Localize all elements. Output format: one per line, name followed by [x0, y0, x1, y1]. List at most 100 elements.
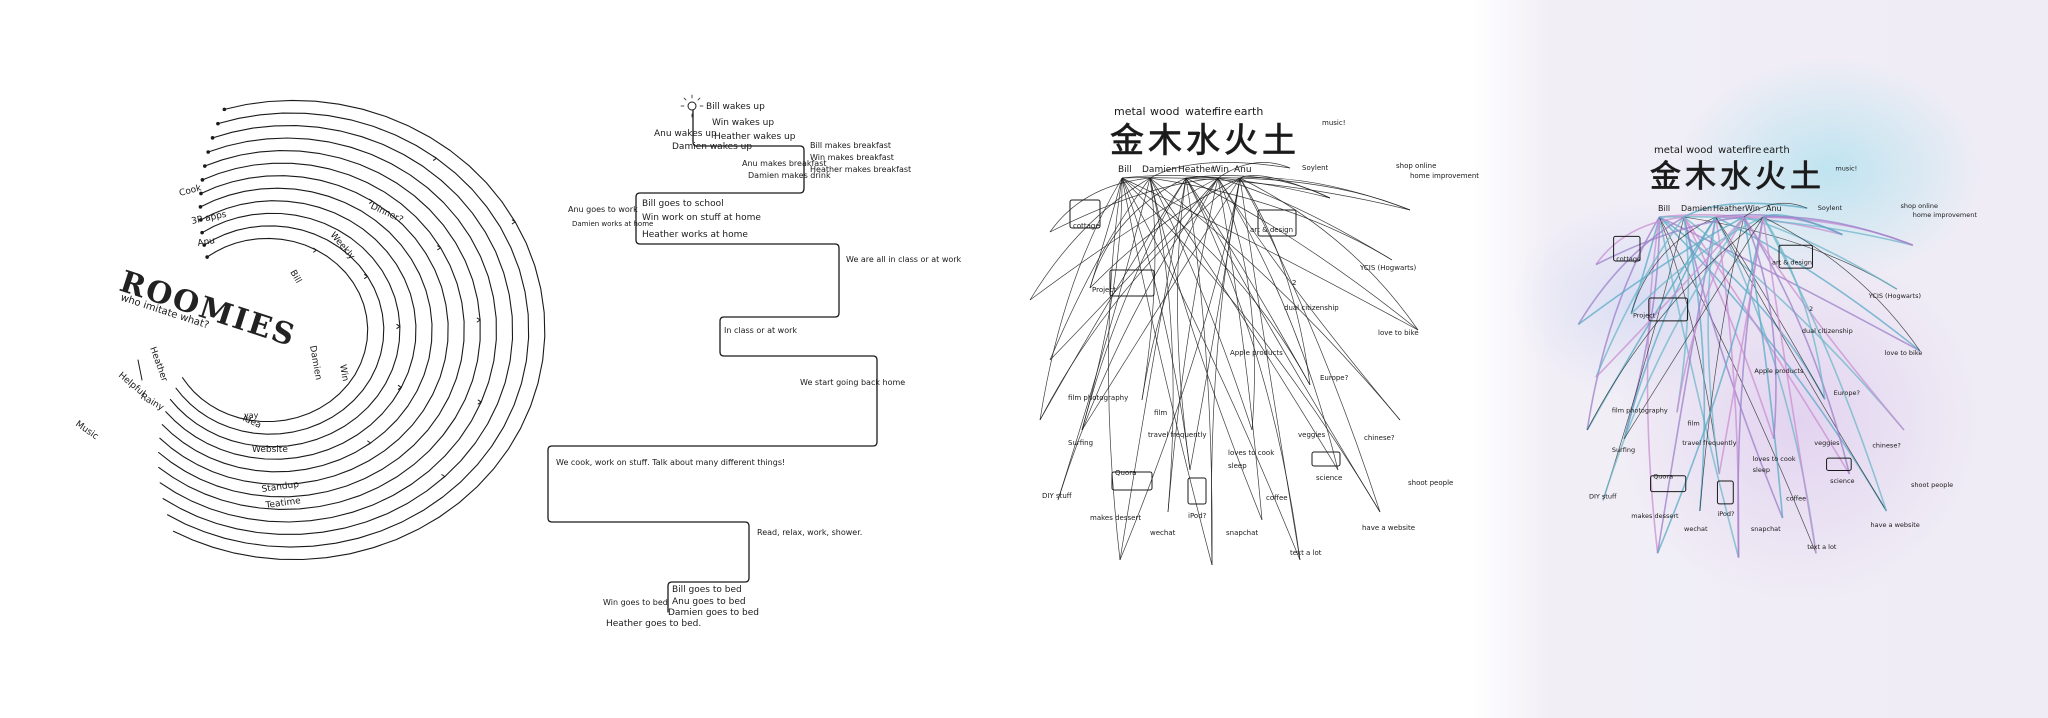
sketch-icon-box	[1311, 451, 1341, 467]
tendril	[1185, 177, 1301, 561]
tendril	[1646, 216, 1661, 554]
tendril	[1049, 177, 1219, 361]
tendril	[1149, 177, 1339, 471]
tendril	[1081, 177, 1187, 431]
timeline-entry: Anu goes to bed	[672, 597, 746, 607]
roomies-label: Damien	[307, 345, 323, 381]
tendril	[1676, 216, 1745, 413]
timeline-path	[547, 109, 878, 613]
tendril	[1149, 177, 1253, 431]
tendril	[1141, 177, 1219, 401]
watercolor-wash	[1470, 0, 2048, 718]
arc-endpoint	[199, 218, 203, 222]
element-word: earth	[1763, 145, 1790, 156]
roomies-label: Bill	[287, 269, 303, 286]
interest-label: music!	[1322, 119, 1346, 127]
interest-label: veggies	[1298, 431, 1326, 439]
tendril	[1239, 177, 1301, 561]
interest-label: film	[1154, 409, 1167, 417]
person-label: Bill	[1118, 165, 1132, 175]
interest-label: Soylent	[1302, 164, 1329, 172]
tendril-lines	[1029, 162, 1419, 566]
panel-roomies: ROOMIES who imitate what? Cook 3P apps A…	[73, 99, 546, 561]
tendril	[1743, 216, 1851, 475]
tendril	[1602, 216, 1745, 501]
tendril	[1658, 216, 1826, 400]
element-word: wood	[1686, 145, 1713, 156]
interest-label: cottage	[1073, 222, 1100, 230]
timeline-entry: Damien goes to bed	[668, 608, 759, 618]
person-label: Win	[1745, 204, 1760, 213]
interest-label: travel frequently	[1682, 439, 1736, 447]
roomies-label: 3P apps	[191, 210, 228, 227]
tendril	[1239, 177, 1411, 211]
interest-label: music!	[1835, 164, 1857, 172]
interest-label: love to bike	[1885, 349, 1923, 357]
roomies-label: Cook	[178, 183, 203, 199]
tendril	[1630, 216, 1764, 315]
radial-arc	[175, 225, 385, 435]
interest-label: makes dessert	[1631, 512, 1679, 520]
tendril	[1149, 177, 1401, 421]
timeline-entry: We are all in class or at work	[846, 255, 962, 264]
tendril	[1057, 177, 1219, 501]
arc-endpoint	[216, 121, 220, 126]
interest-label: text a lot	[1290, 549, 1322, 557]
tendril	[1217, 177, 1263, 521]
interest-label: love to bike	[1378, 329, 1419, 337]
tendril	[1029, 177, 1151, 301]
sketch-icon-box	[1778, 244, 1813, 269]
interest-label: shoot people	[1408, 479, 1453, 487]
tendril	[1595, 216, 1744, 266]
arc-arrow	[364, 273, 369, 279]
tendril	[1108, 177, 1123, 561]
tendril	[1121, 177, 1191, 471]
interest-label: science	[1830, 477, 1854, 485]
interest-label: film photography	[1068, 394, 1128, 402]
interest-label: chinese?	[1872, 442, 1900, 450]
timeline-entry: Anu makes breakfast	[742, 159, 827, 168]
tendril	[1683, 216, 1775, 440]
tendril	[1141, 177, 1156, 401]
radial-arc	[158, 162, 465, 498]
tendril	[1121, 177, 1381, 513]
tendril	[1577, 216, 1685, 325]
arc-arrow	[477, 399, 482, 405]
tendril	[1049, 177, 1151, 361]
interest-label: Europe?	[1834, 389, 1860, 397]
interest-label: Project	[1633, 311, 1656, 319]
timeline-entry: Damien wakes up	[672, 142, 752, 152]
tendril	[1659, 215, 1913, 246]
person-label: Bill	[1658, 204, 1670, 213]
tendril	[1039, 177, 1187, 421]
connector-mark	[137, 359, 143, 381]
panel-elements: metal wood water fire earth 金木水火土 Bill D…	[1029, 105, 1479, 566]
tendril	[1239, 177, 1419, 331]
tendril	[1714, 216, 1817, 554]
timeline-entry: In class or at work	[724, 326, 797, 335]
tendril	[1699, 216, 1745, 511]
timeline-entry: Anu wakes up	[654, 129, 717, 139]
interest-label: Apple products	[1230, 349, 1283, 357]
tendril	[1217, 177, 1339, 471]
tendril	[1121, 177, 1311, 386]
element-word: earth	[1234, 105, 1263, 118]
arc-endpoint	[205, 255, 209, 259]
arc-endpoint	[210, 136, 215, 140]
interest-label: dual citizenship	[1802, 327, 1853, 335]
interest-label: YCIS (Hogwarts)	[1868, 292, 1921, 300]
arc-arrow	[511, 219, 516, 225]
interest-label: dual citizenship	[1284, 304, 1339, 312]
timeline-entry: Win work on stuff at home	[642, 213, 761, 223]
radial-arc	[169, 212, 401, 448]
tendril	[1189, 177, 1241, 471]
tendril	[1659, 216, 1817, 554]
person-label: Damien	[1681, 204, 1712, 213]
interest-label: have a website	[1871, 521, 1920, 529]
arc-endpoint	[198, 205, 203, 209]
tendril	[1656, 216, 1764, 554]
timeline-entry: Win goes to bed	[603, 598, 668, 607]
